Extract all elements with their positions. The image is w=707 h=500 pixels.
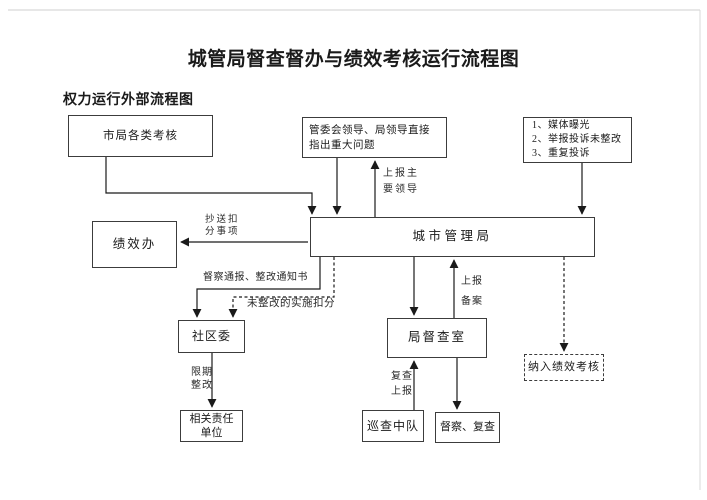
edge-assessments-to-bureau	[105, 157, 317, 215]
section-heading: 权力运行外部流程图	[63, 93, 194, 108]
edge-label-recheck-report: 复查 上报	[391, 371, 413, 397]
node-city-assessments: 市局各类考核	[68, 115, 213, 157]
edge-label-supervision-notice: 督察通报、整改通知书	[203, 272, 308, 283]
node-responsible-units: 相关责任 单位	[180, 410, 243, 442]
node-include-performance-assessment: 纳入绩效考核	[524, 354, 604, 381]
node-exposure-list: 1、媒体曝光 2、举报投诉未整改 3、重复投诉	[523, 117, 632, 163]
node-leaders-direct-issues: 管委会领导、局领导直接指出重大问题	[302, 117, 447, 158]
node-city-management-bureau: 城市管理局	[310, 217, 595, 257]
exposure-item-2: 2、举报投诉未整改	[532, 134, 622, 145]
edge-label-not-rectified: 未整改的实施扣分	[247, 298, 335, 309]
page-title: 城管局督查督办与绩效考核运行流程图	[187, 49, 520, 70]
node-performance-office: 绩效办	[92, 221, 177, 268]
edge-label-copy-deduction: 抄送扣 分事项	[205, 215, 240, 237]
exposure-item-3: 3、重复投诉	[532, 148, 590, 159]
node-inspect-recheck: 督察、复查	[435, 412, 500, 443]
edge-label-report-record: 上报 备案	[461, 276, 483, 307]
node-bureau-supervision-office: 局督查室	[387, 318, 487, 358]
exposure-item-1: 1、媒体曝光	[532, 120, 590, 131]
edge-label-report-main-leaders: 上报主 要领导	[383, 168, 419, 195]
node-patrol-squadron: 巡查中队	[362, 410, 424, 442]
node-community-committee: 社区委	[178, 320, 245, 353]
edge-label-deadline-rectification: 限期 整改	[191, 367, 213, 391]
